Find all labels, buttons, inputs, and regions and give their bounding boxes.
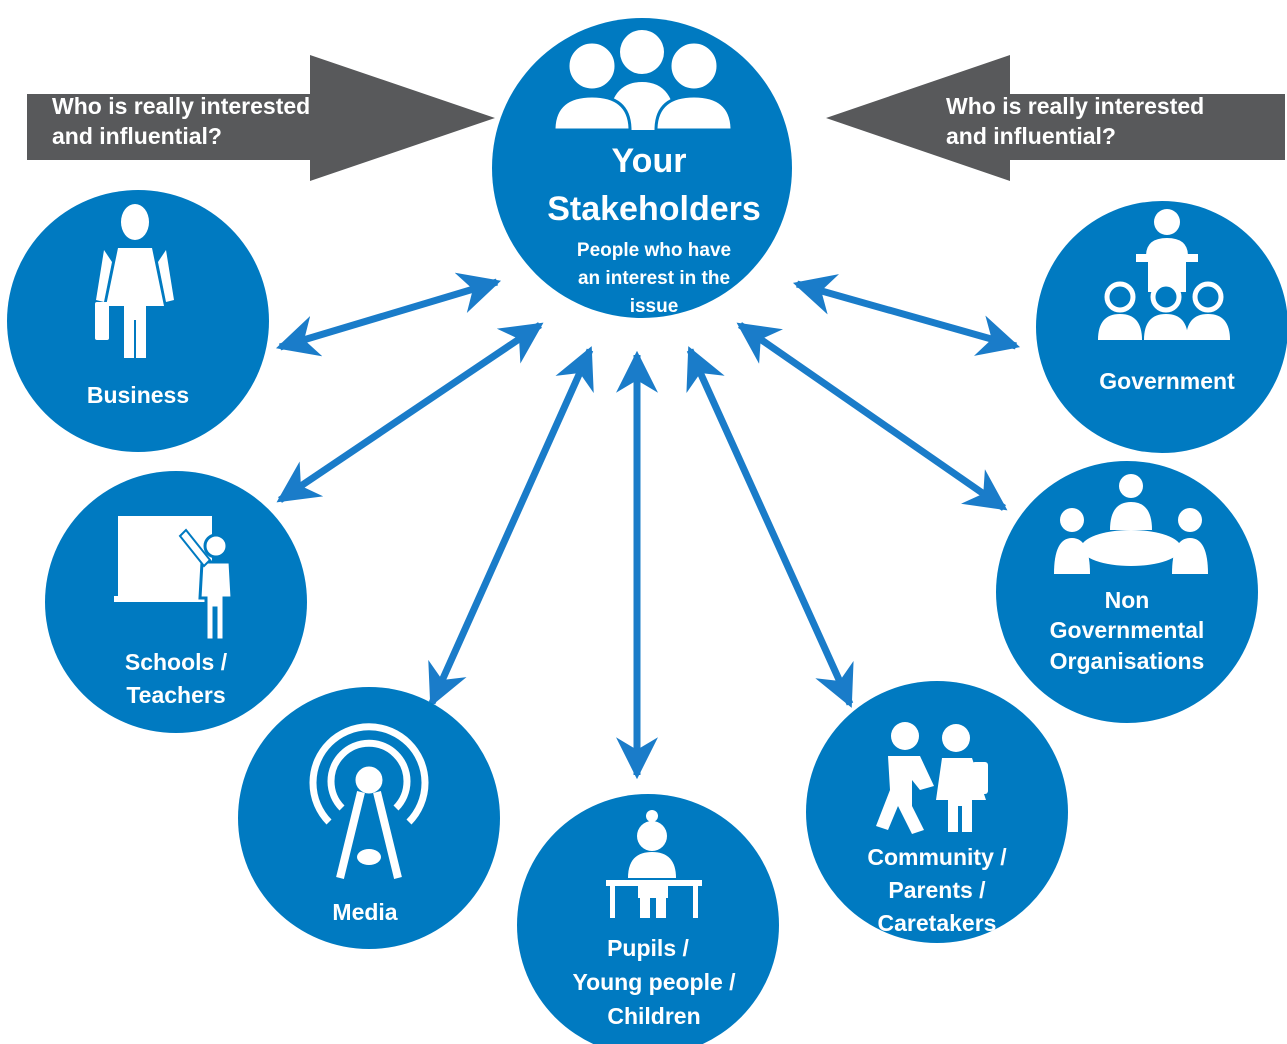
center-title-line-2: Stakeholders [547, 190, 761, 228]
group-of-people-icon [552, 30, 734, 132]
right-pointer-line-1: Who is really interested [946, 93, 1204, 119]
connector-community [686, 346, 854, 708]
node-media: Media [238, 687, 500, 949]
node-community: Community / Parents / Caretakers [806, 681, 1068, 943]
left-pointer-line-2: and influential? [52, 123, 222, 149]
pupils-label-line-2: Young people / [572, 969, 736, 995]
right-pointer-arrow [826, 55, 1285, 181]
left-pointer: Who is really interested and influential… [27, 55, 495, 181]
connectors [275, 272, 1021, 780]
pupils-label-line-1: Pupils / [607, 935, 689, 961]
node-ngo: Non Governmental Organisations [996, 461, 1258, 723]
community-label-line-1: Community / [867, 844, 1007, 870]
ngo-label-line-2: Governmental [1050, 617, 1205, 643]
teacher-at-board-icon [114, 516, 234, 642]
business-label-line-1: Business [87, 382, 189, 408]
ngo-label-line-1: Non [1105, 587, 1150, 613]
connector-ngo [736, 322, 1008, 511]
node-government: Government [1036, 201, 1287, 453]
pupils-circle [517, 794, 779, 1044]
media-circle [238, 687, 500, 949]
right-pointer: Who is really interested and influential… [826, 55, 1285, 181]
media-label-line-1: Media [332, 899, 397, 925]
parent-and-child-icon [876, 722, 988, 834]
left-pointer-arrow [27, 55, 495, 181]
node-business: Business [7, 190, 269, 452]
pupil-at-desk-icon [606, 810, 702, 918]
center-subtitle-line-1: People who have [577, 240, 731, 261]
left-pointer-line-1: Who is really interested [52, 93, 310, 119]
pupils-label-line-3: Children [607, 1003, 700, 1029]
ngo-label-line-3: Organisations [1050, 648, 1205, 674]
community-label-line-2: Parents / [888, 877, 986, 903]
broadcast-tower-icon [309, 723, 429, 879]
center-subtitle-line-2: an interest in the [578, 268, 730, 289]
node-schools: Schools / Teachers [45, 471, 307, 733]
community-circle [806, 681, 1068, 943]
node-pupils: Pupils / Young people / Children [517, 794, 779, 1044]
center-title-line-1: Your [612, 142, 687, 180]
speaker-at-podium-icon [1098, 209, 1230, 340]
connector-media [428, 346, 594, 707]
right-pointer-line-2: and influential? [946, 123, 1116, 149]
center-subtitle-line-3: issue [630, 296, 679, 317]
connector-schools [276, 322, 544, 503]
connector-business [275, 272, 502, 357]
businesswoman-icon [95, 204, 174, 358]
connector-government [792, 274, 1021, 356]
meeting-table-icon [1054, 474, 1208, 574]
center-circle [492, 18, 792, 318]
center-hub: Your Stakeholders People who have an int… [492, 18, 792, 318]
schools-label-line-2: Teachers [126, 682, 225, 708]
schools-label-line-1: Schools / [125, 649, 228, 675]
government-label-line-1: Government [1099, 368, 1235, 394]
community-label-line-3: Caretakers [878, 910, 997, 936]
